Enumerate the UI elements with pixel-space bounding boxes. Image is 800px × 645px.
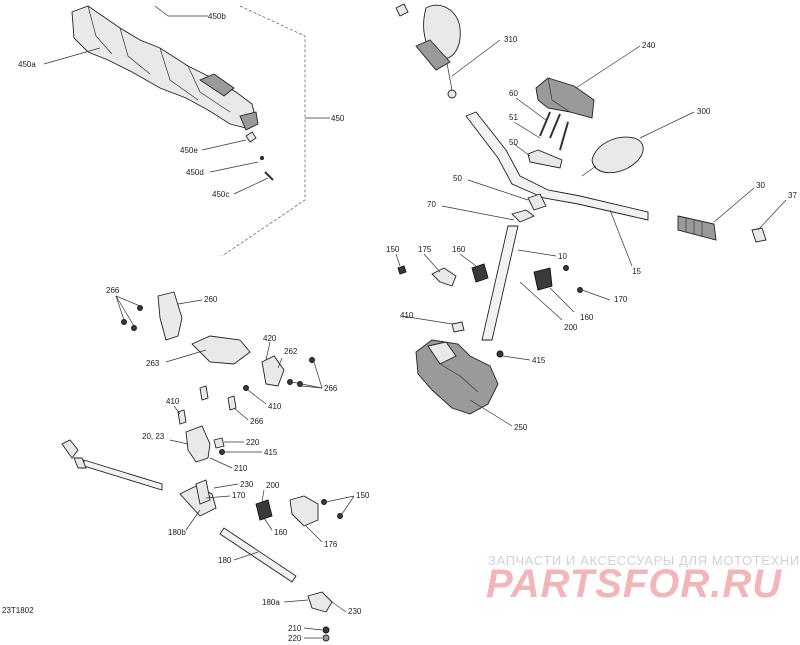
label-200-upper: 200 — [564, 323, 578, 332]
bushing-160a — [471, 263, 489, 283]
label-150-upper: 150 — [386, 245, 400, 254]
label-50-lower: 50 — [453, 174, 462, 183]
label-170-upper: 170 — [614, 295, 628, 304]
label-310: 310 — [504, 35, 518, 44]
bar-end-37 — [751, 227, 767, 243]
bushing-160b — [533, 267, 553, 291]
steering-unit-250 — [415, 339, 499, 415]
grip-left — [415, 39, 451, 71]
fasteners-266b — [287, 357, 315, 387]
label-410-left: 410 — [166, 397, 180, 406]
bracket-263 — [191, 335, 251, 365]
tie-rod-end-180a — [307, 591, 333, 642]
bolt-450c — [264, 171, 274, 181]
watermark-logo: PARTSFOR.RU — [486, 562, 783, 606]
bolts-60 — [539, 111, 569, 151]
clamp-50 — [527, 149, 563, 169]
handlebar-15 — [465, 111, 649, 221]
label-170-lower: 170 — [232, 491, 246, 500]
label-450d: 450d — [186, 168, 204, 177]
label-210-mid: 210 — [234, 464, 248, 473]
screw-450e — [245, 131, 257, 143]
nut-410b — [243, 385, 249, 391]
label-300: 300 — [697, 107, 711, 116]
label-180b: 180b — [168, 528, 186, 537]
label-150-lower: 150 — [356, 491, 370, 500]
diagram-code: 23T1802 — [2, 606, 34, 615]
label-180a: 180a — [262, 598, 280, 607]
label-160-right: 160 — [580, 313, 594, 322]
label-160-upper: 160 — [452, 245, 466, 254]
bracket-262 — [261, 355, 285, 387]
label-260: 260 — [204, 295, 218, 304]
watermark-caption: ЗАПЧАСТИ И АКСЕССУАРЫ ДЛЯ МОТОТЕХНИКИ — [488, 553, 800, 568]
label-230-mid: 230 — [240, 480, 254, 489]
nut-415b — [219, 449, 225, 455]
label-200-lower: 200 — [266, 481, 280, 490]
label-20-23: 20, 23 — [142, 432, 165, 441]
nut-170a — [563, 265, 569, 271]
label-70: 70 — [427, 200, 436, 209]
label-10: 10 — [558, 252, 567, 261]
label-410-upper: 410 — [400, 311, 414, 320]
label-450a: 450a — [18, 60, 36, 69]
label-50-upper: 50 — [509, 138, 518, 147]
bracket-175 — [431, 267, 457, 287]
label-266-lower: 266 — [250, 417, 264, 426]
fasteners-266a — [121, 305, 143, 331]
label-60: 60 — [509, 89, 518, 98]
label-410-mid: 410 — [268, 402, 282, 411]
lower-arm-180b — [179, 479, 217, 517]
bolt-410a — [451, 321, 465, 333]
label-30: 30 — [756, 181, 765, 190]
label-415-lower: 415 — [264, 448, 278, 457]
label-160-lower: 160 — [274, 528, 288, 537]
label-262: 262 — [284, 347, 298, 356]
label-220-mid: 220 — [246, 438, 260, 447]
label-263: 263 — [146, 359, 160, 368]
pitman-arm-20 — [185, 425, 211, 463]
mirror-300 — [581, 136, 644, 177]
label-450: 450 — [331, 114, 345, 123]
label-176: 176 — [324, 540, 338, 549]
label-15: 15 — [632, 267, 641, 276]
clamp-50b — [527, 193, 547, 211]
bracket-260 — [157, 291, 183, 341]
label-450b: 450b — [208, 12, 226, 21]
label-240: 240 — [642, 41, 656, 50]
grip-30 — [677, 215, 717, 241]
label-230-lower: 230 — [348, 607, 362, 616]
label-175-upper: 175 — [418, 245, 432, 254]
label-266-right: 266 — [324, 384, 338, 393]
bracket-176 — [289, 495, 319, 527]
label-180: 180 — [218, 556, 232, 565]
label-220-lower: 220 — [288, 634, 302, 643]
tie-rod-left — [61, 439, 163, 491]
label-210-lower: 210 — [288, 624, 302, 633]
washer-450d — [260, 156, 264, 160]
label-37: 37 — [788, 191, 797, 200]
bolt-266c — [199, 385, 209, 401]
tie-rod-180 — [219, 527, 297, 583]
clip-top — [395, 3, 409, 17]
label-250: 250 — [514, 423, 528, 432]
handlebar-pad-240 — [535, 77, 595, 119]
label-450e: 450e — [180, 146, 198, 155]
fasteners-150b — [321, 499, 343, 519]
label-415-upper: 415 — [532, 356, 546, 365]
nut-150a — [397, 265, 407, 275]
nut-415a — [496, 350, 504, 358]
washer-220a — [213, 437, 225, 449]
bolt-410c — [177, 409, 187, 425]
handguard-illustration — [71, 5, 259, 131]
steering-column-10 — [481, 209, 535, 341]
label-51: 51 — [509, 113, 518, 122]
bushing-200b — [255, 499, 273, 521]
label-450c: 450c — [212, 190, 229, 199]
label-420: 420 — [263, 334, 277, 343]
nut-170b — [577, 287, 583, 293]
label-266-left: 266 — [106, 286, 120, 295]
